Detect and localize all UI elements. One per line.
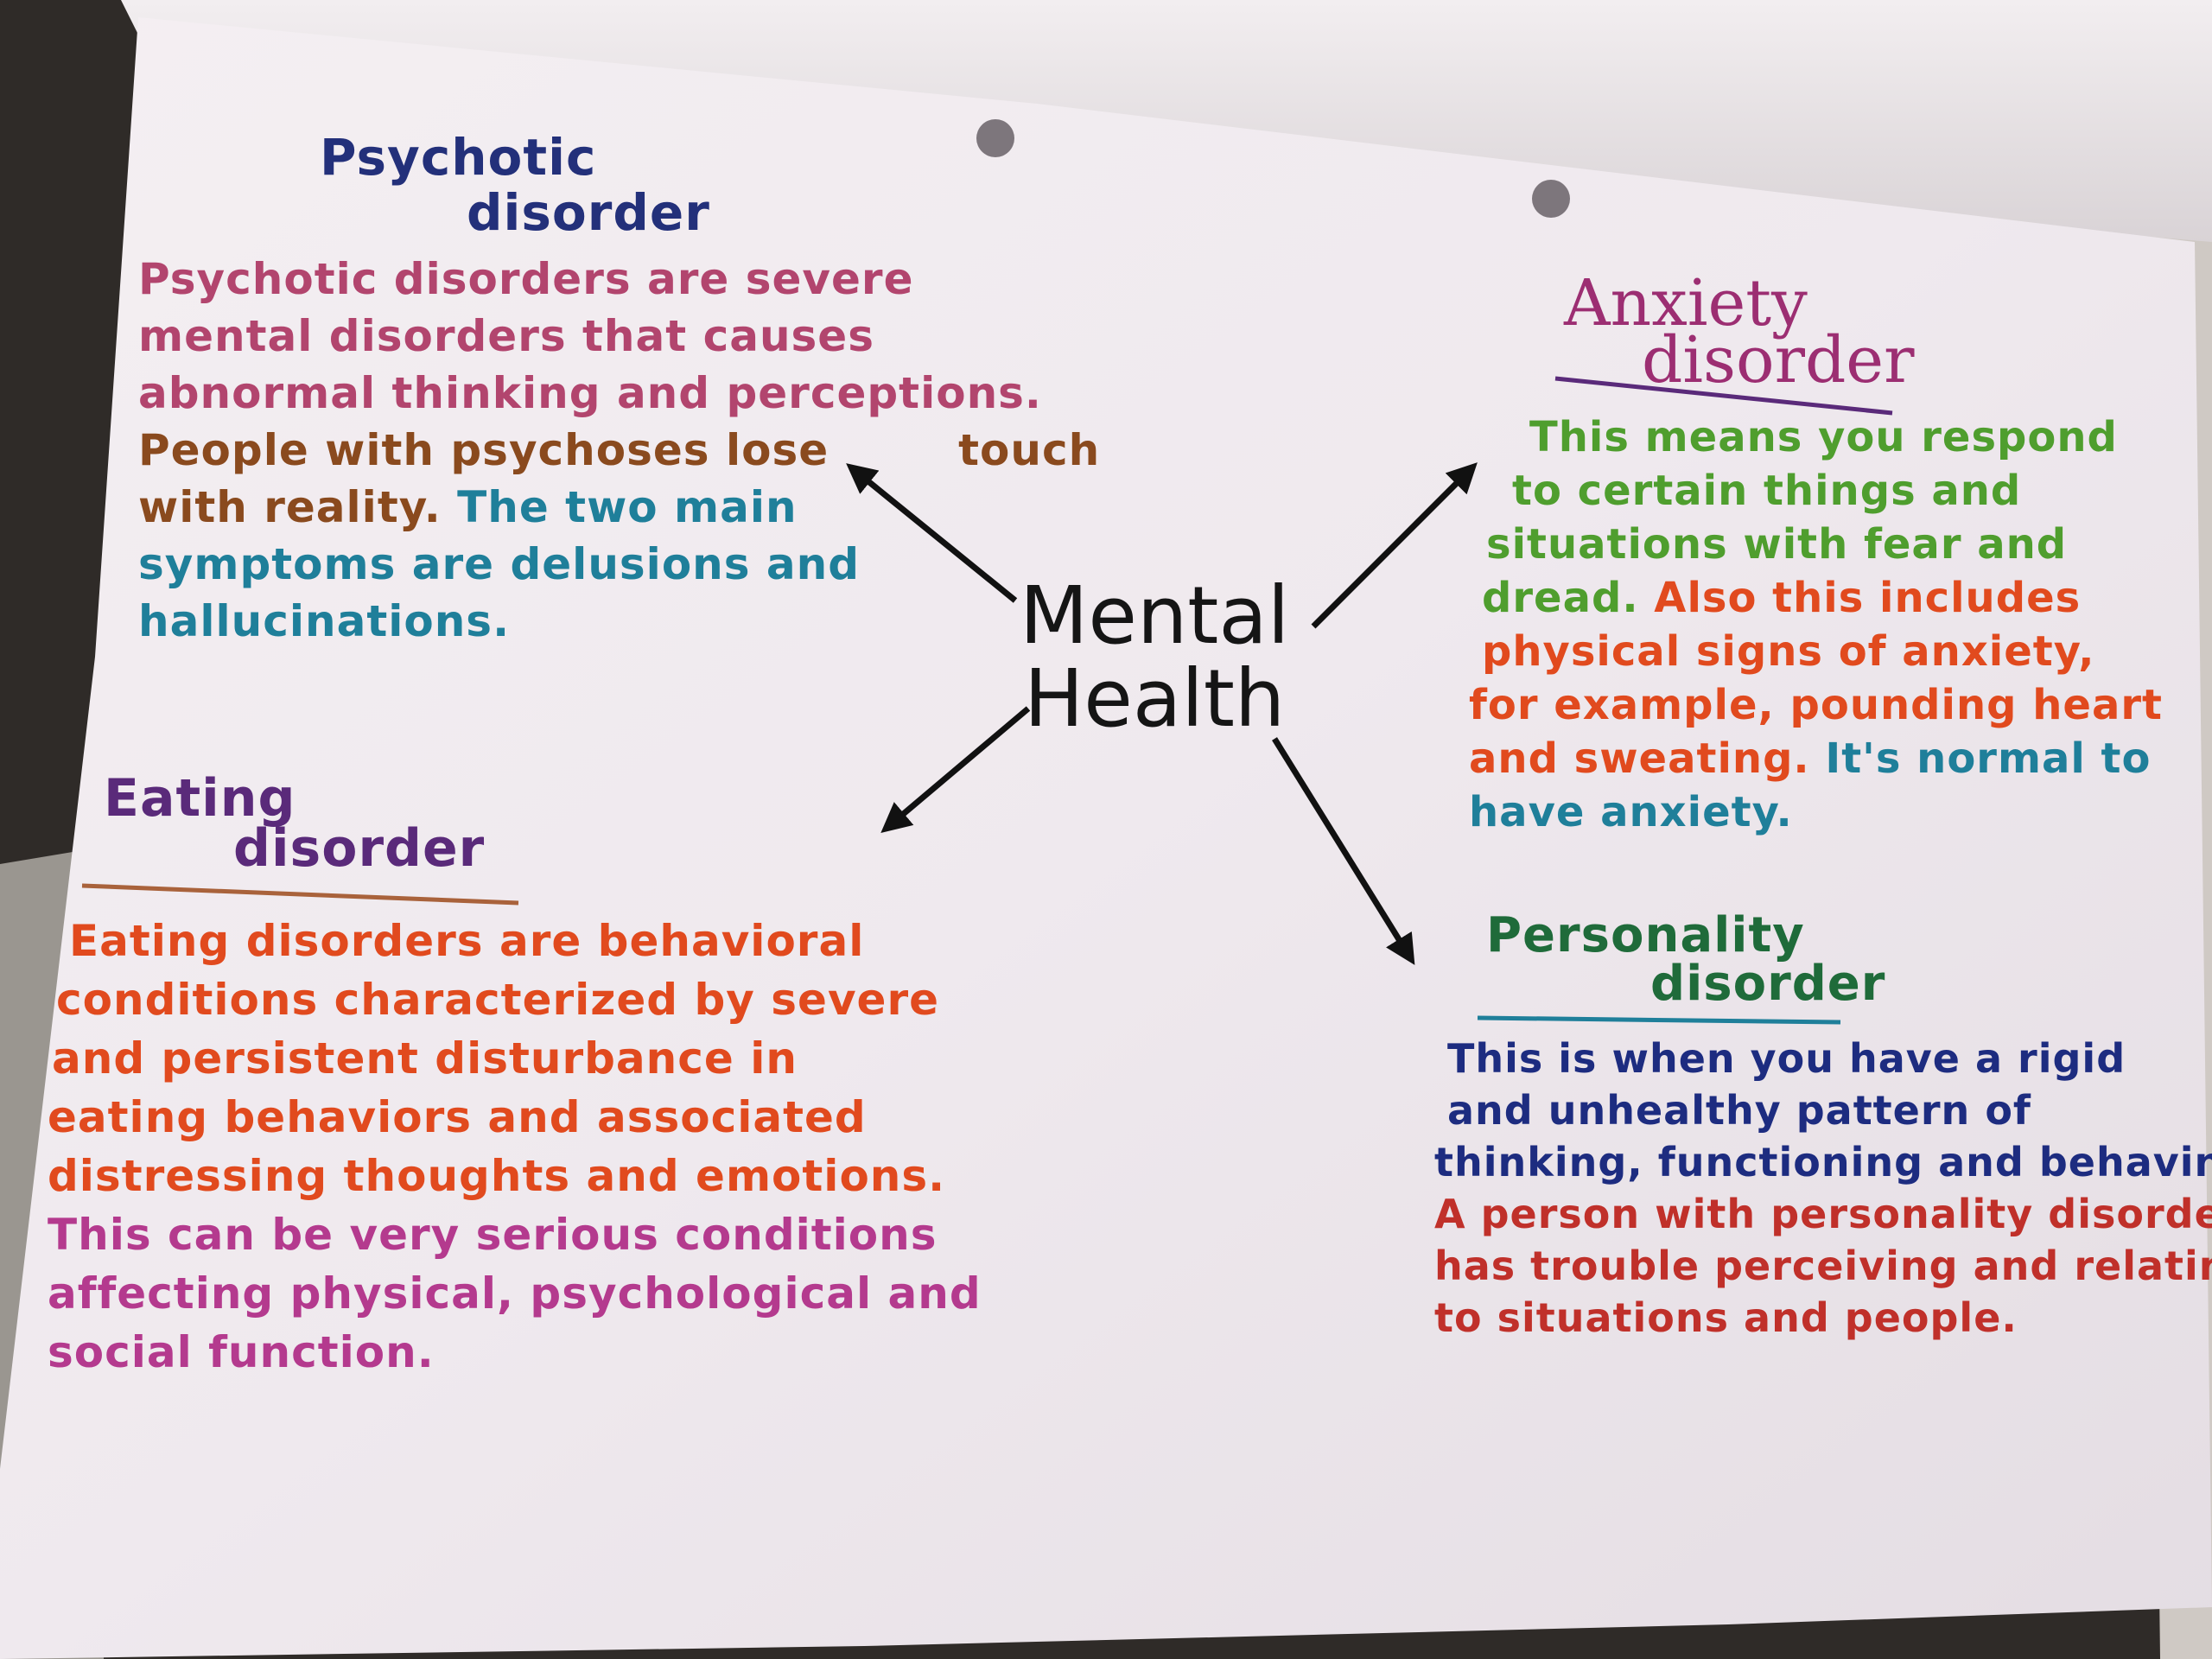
eating-line-6: This can be very serious conditions [48, 1210, 938, 1260]
psychotic-line-4-text: People with psychoses lose [138, 425, 830, 475]
eating-title: Eating disorder [104, 768, 486, 879]
center-line-2: Health [1024, 652, 1286, 745]
psychotic-line-2: mental disorders that causes [138, 311, 874, 361]
eating-title-line-1: Eating [104, 768, 296, 829]
psychotic-line-5-a: with reality. [138, 482, 442, 532]
anxiety-line-3: situations with fear and [1486, 520, 2068, 569]
personality-line-3: thinking, functioning and behaving. [1434, 1139, 2212, 1185]
personality-title-line-1: Personality [1486, 907, 1805, 963]
anxiety-title-line-2: disorder [1642, 323, 1915, 397]
center-line-1: Mental [1020, 569, 1290, 662]
psychotic-line-1: Psychotic disorders are severe [138, 254, 914, 304]
eating-line-7: affecting physical, psychological and [48, 1268, 982, 1319]
personality-title-line-2: disorder [1650, 956, 1886, 1012]
eating-line-1: Eating disorders are behavioral [69, 916, 865, 966]
personality-line-5: has trouble perceiving and relating [1434, 1243, 2212, 1289]
personality-line-4: A person with personality disorder [1434, 1191, 2212, 1237]
psychotic-line-5-b: The two main [441, 482, 798, 532]
anxiety-line-7: and sweating. It's normal to [1469, 732, 2163, 785]
anxiety-line-1: This means you respond [1529, 413, 2118, 461]
psychotic-title-line-1: Psychotic [320, 128, 597, 187]
personality-line-2: and unhealthy pattern of [1447, 1087, 2031, 1134]
personality-underline [1477, 1015, 1841, 1025]
eating-body: Eating disorders are behavioral conditio… [48, 912, 982, 1382]
personality-line-1: This is when you have a rigid [1447, 1035, 2126, 1082]
eating-underline [81, 883, 519, 906]
eating-line-3: and persistent disturbance in [52, 1033, 798, 1084]
anxiety-line-4: dread. Also this includes [1469, 571, 2163, 625]
arrow-to-anxiety [1311, 462, 1478, 629]
eating-line-5: distressing thoughts and emotions. [48, 1151, 946, 1201]
anxiety-line-6: for example, pounding heart [1469, 681, 2163, 729]
paper-sheet [0, 17, 2212, 1659]
psychotic-line-7: hallucinations. [138, 596, 511, 646]
anxiety-line-8: have anxiety. [1469, 788, 1793, 836]
psychotic-line-5: with reality. The two main [138, 479, 1100, 536]
arrow-to-psychotic [846, 463, 1018, 603]
anxiety-line-7-a: and sweating. [1469, 734, 1810, 783]
punch-hole-left [976, 119, 1014, 157]
personality-line-6: to situations and people. [1434, 1294, 2018, 1341]
anxiety-line-2: to certain things and [1512, 467, 2022, 515]
anxiety-line-7-b: It's normal to [1809, 734, 2152, 783]
eating-title-line-2: disorder [233, 818, 486, 879]
psychotic-line-4: People with psychoses lose touch [138, 422, 1100, 479]
anxiety-line-4-b: Also this includes [1638, 574, 2082, 622]
arrow-to-eating [880, 706, 1031, 834]
personality-body: This is when you have a rigid and unheal… [1434, 1033, 2212, 1344]
eating-line-2: conditions characterized by severe [56, 975, 940, 1025]
center-node: Mental Health [1020, 575, 1289, 741]
anxiety-title-line-1: Anxiety [1564, 266, 1808, 340]
eating-line-8: social function. [48, 1327, 435, 1377]
psychotic-line-4-touch: touch [958, 425, 1101, 475]
anxiety-line-5: physical signs of anxiety, [1482, 627, 2095, 676]
anxiety-line-4-a: dread. [1482, 574, 1639, 622]
punch-hole-right [1532, 180, 1570, 218]
arrow-to-personality [1272, 737, 1415, 965]
personality-title: Personality disorder [1486, 912, 1885, 1008]
anxiety-body: This means you respond to certain things… [1469, 410, 2163, 839]
psychotic-body: Psychotic disorders are severe mental di… [138, 251, 1100, 650]
eating-line-4: eating behaviors and associated [48, 1092, 867, 1142]
psychotic-title: Psychotic disorder [320, 130, 710, 240]
anxiety-title: Anxiety disorder [1564, 266, 1915, 397]
psychotic-line-3: abnormal thinking and perceptions. [138, 368, 1042, 418]
psychotic-title-line-2: disorder [467, 183, 710, 242]
anxiety-underline [1554, 376, 1893, 416]
psychotic-line-6: symptoms are delusions and [138, 539, 861, 589]
